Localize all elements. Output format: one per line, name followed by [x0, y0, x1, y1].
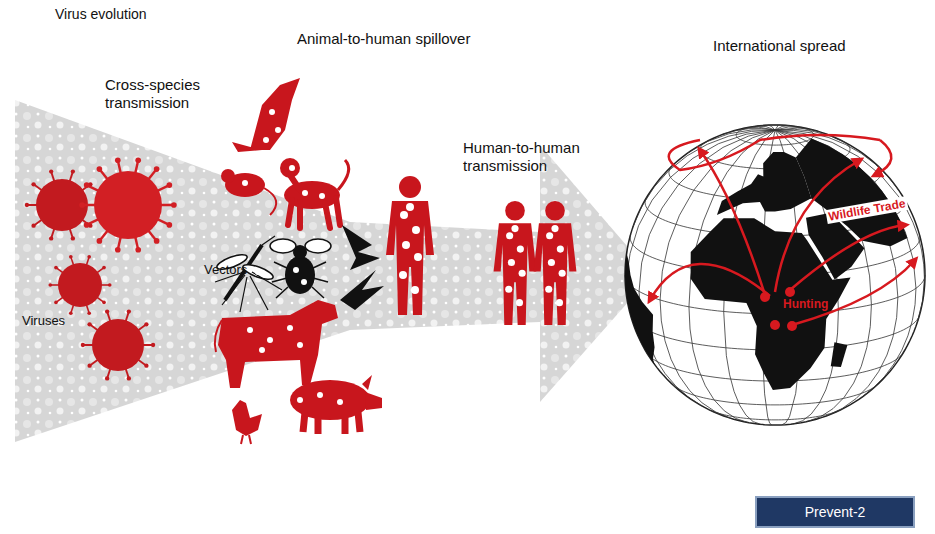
hunting-site-dot [760, 292, 770, 302]
badge-text: Prevent-2 [805, 504, 866, 520]
continent [831, 342, 848, 367]
virus-icons [25, 157, 177, 380]
virus-dot [255, 269, 261, 275]
monkey-icon [280, 158, 349, 228]
virus-dot [263, 137, 269, 143]
continent [625, 249, 655, 365]
virus-icon [48, 255, 111, 315]
human-figure [386, 176, 434, 315]
globe-graticule [625, 125, 925, 425]
map-label: Hunting [783, 297, 828, 311]
virus-dot [289, 165, 295, 171]
spillover-chevron [340, 270, 384, 310]
virus-dot [259, 347, 265, 353]
virus-dot [317, 392, 323, 398]
trade-route-arrow [775, 160, 860, 292]
trade-route-arrow [700, 150, 765, 295]
virus-dot [297, 397, 303, 403]
hunting-site-dot [770, 320, 780, 330]
stage-label: Human-to-human transmission [463, 139, 613, 175]
bat-icon [232, 78, 300, 152]
continent [796, 138, 908, 246]
virus-dot [242, 180, 248, 186]
stage-label: Viruses [22, 313, 65, 329]
trade-route-arrow [875, 140, 891, 175]
trade-route-arrow [669, 135, 880, 170]
stage-label: Cross-species transmission [105, 76, 235, 112]
footer-badge: Prevent-2 [755, 496, 915, 528]
pig-icon [290, 375, 382, 434]
tick-icon [270, 239, 331, 298]
hunting-site-dot [785, 287, 795, 297]
trade-route-arrow [650, 264, 770, 300]
stage-label: Virus evolution [55, 6, 147, 23]
animal-icons [215, 78, 384, 444]
virus-dot [247, 327, 253, 333]
spillover-chevron [342, 225, 380, 270]
virus-dot [297, 342, 303, 348]
virus-dot [293, 267, 299, 273]
globe [625, 125, 925, 425]
stage-label: Vectors [204, 262, 247, 278]
flow-arrow [15, 100, 652, 442]
human-figures [386, 176, 576, 325]
virus-icon [79, 157, 176, 252]
virus-icon [81, 309, 156, 380]
chicken-icon [232, 400, 262, 444]
transmission-arrow [15, 100, 652, 442]
globe-sphere [625, 125, 925, 425]
virus-dot [315, 243, 321, 249]
trade-route-arrow [792, 260, 915, 325]
virus-dot [287, 325, 293, 331]
rat-icon [221, 169, 276, 215]
stage-label: Animal-to-human spillover [297, 30, 470, 48]
virus-dot [267, 337, 273, 343]
virus-dot [275, 127, 281, 133]
virus-dot [301, 279, 307, 285]
virus-dot [302, 190, 308, 196]
trade-route-arrow [790, 225, 905, 290]
human-figure [494, 201, 537, 325]
cow-icon [215, 300, 338, 388]
hunting-site-dot [787, 321, 797, 331]
stage-label: International spread [713, 37, 846, 55]
virus-dot [269, 109, 275, 115]
human-figure [534, 201, 577, 325]
virus-dot [319, 193, 325, 199]
virus-dot [280, 243, 286, 249]
virus-dot [337, 399, 343, 405]
